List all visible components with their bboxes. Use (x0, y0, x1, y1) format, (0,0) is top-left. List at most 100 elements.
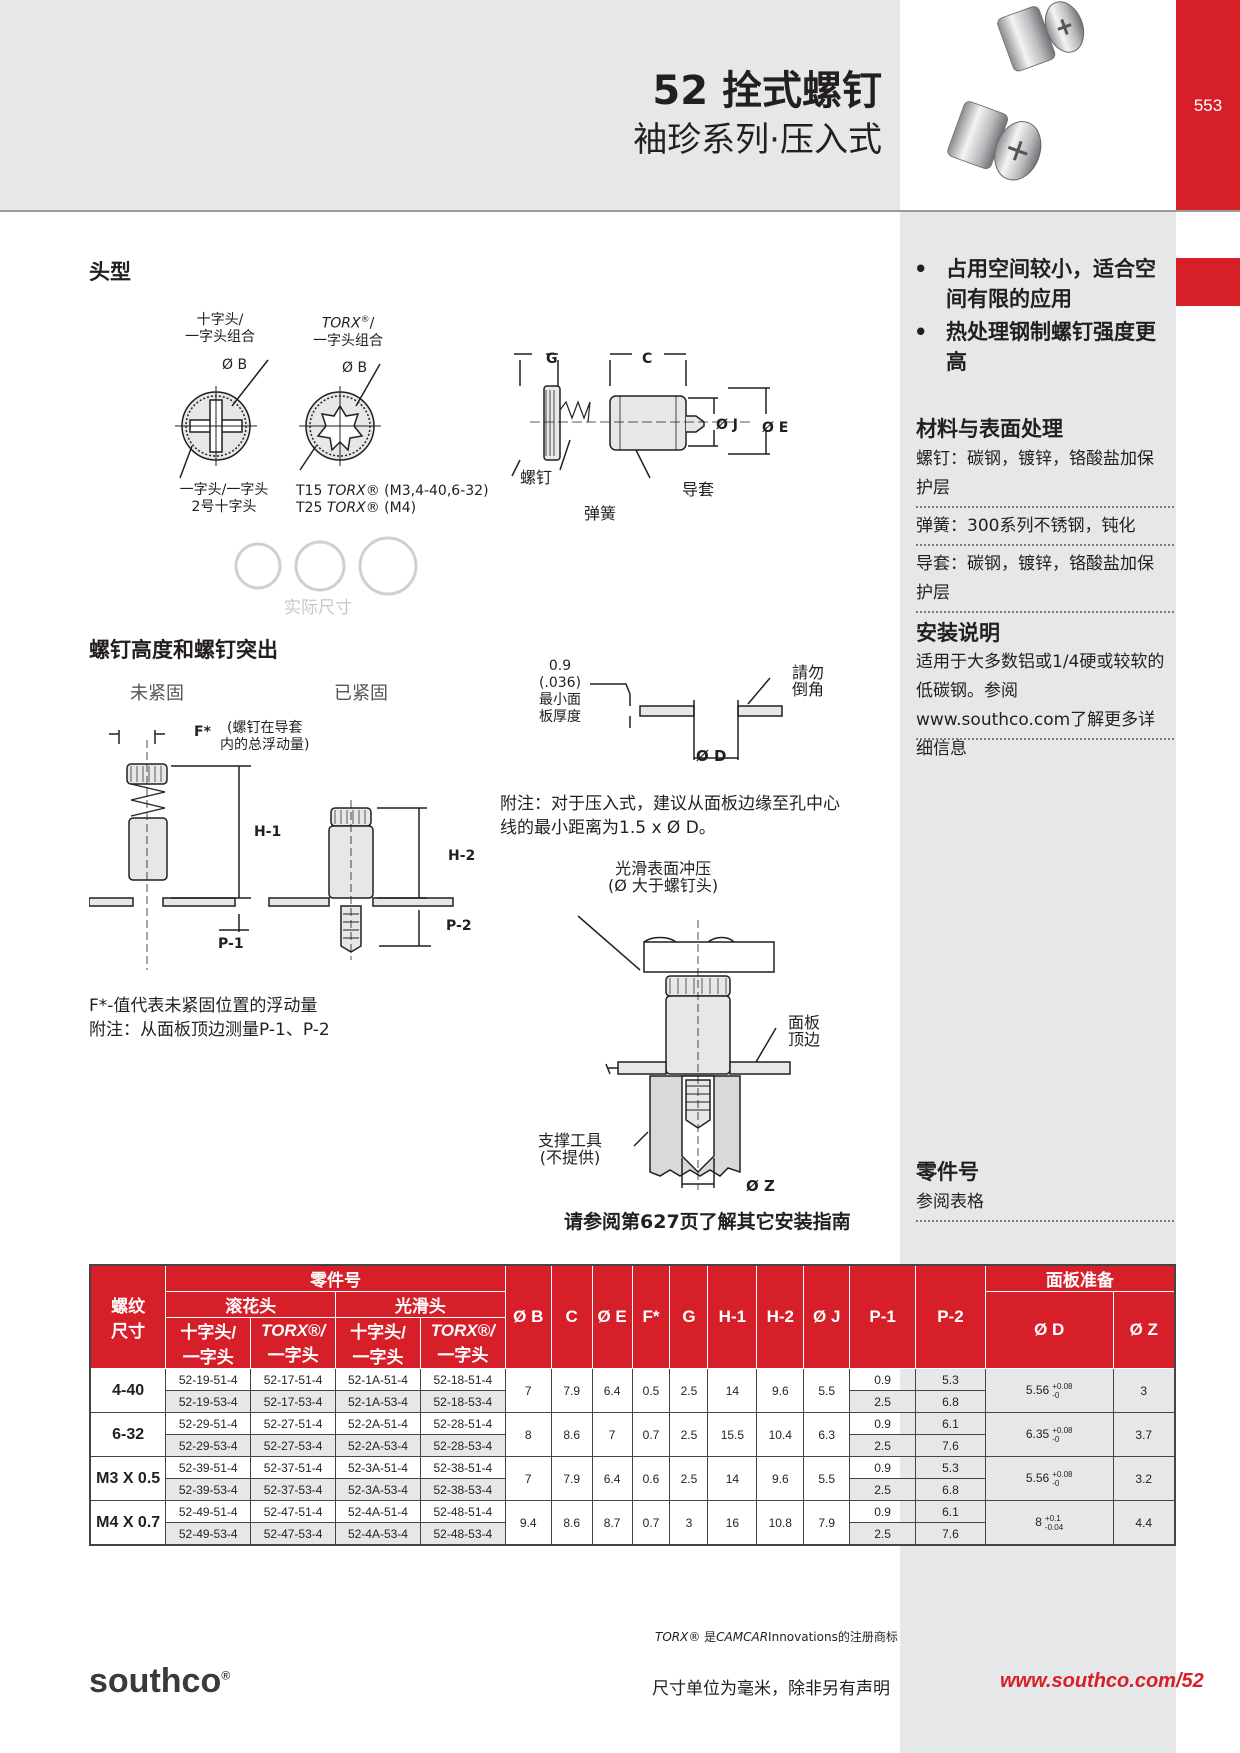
th-ob: Ø B (504, 1264, 552, 1369)
dim-oz: 3 (1112, 1368, 1176, 1413)
dim-p1: 2.5 (849, 1478, 917, 1501)
th-oz: Ø Z (1112, 1291, 1176, 1369)
divider (916, 506, 1174, 508)
divider (916, 611, 1174, 613)
dim-j: 7.9 (803, 1500, 851, 1546)
dim-b: 7 (504, 1456, 552, 1501)
dim-od: 5.56+0.08-0 (984, 1368, 1114, 1413)
dim-oj: Ø J (716, 417, 738, 433)
od-value: 8 (1035, 1514, 1042, 1529)
panel-note-1: 附注：对于压入式，建议从面板边缘至孔中心 (500, 794, 840, 814)
od-value: 5.56 (1025, 1382, 1050, 1397)
page-tab (1176, 0, 1240, 210)
p1-label: P-1 (218, 936, 244, 952)
dim-j: 5.5 (803, 1456, 851, 1501)
screw-label: 螺钉 (520, 468, 553, 487)
actual-size-label: 实际尺寸 (284, 598, 352, 618)
part-number: 52-37-53-4 (250, 1478, 337, 1501)
dim-g: G (546, 351, 558, 367)
spring-label: 弹簧 (584, 504, 617, 523)
th-p2: P-2 (915, 1264, 986, 1369)
ob-label: Ø B (222, 357, 248, 373)
dim-e: 6.4 (591, 1368, 633, 1413)
trademark-note: TORX® 是CAMCARInnovations的注册商标 (655, 1630, 898, 1644)
height-note-p: 附注：从面板顶边测量P-1、P-2 (89, 1020, 330, 1040)
dim-g: 3 (669, 1500, 709, 1546)
torx-driver-note: T15 TORX® (M3,4-40,6-32)T25 TORX® (M4) (296, 483, 489, 516)
divider (916, 544, 1174, 546)
dim-p2: 6.8 (915, 1390, 986, 1413)
p2-label: P-2 (446, 918, 472, 934)
th-oe: Ø E (591, 1264, 633, 1369)
dim-p2: 7.6 (915, 1522, 986, 1546)
dim-e: 8.7 (591, 1500, 633, 1546)
part-number: 52-4A-51-4 (335, 1500, 421, 1523)
th-phillips: 十字头/一字头 (165, 1317, 252, 1369)
part-number: 52-17-51-4 (250, 1368, 337, 1391)
dim-h1: 14 (707, 1456, 758, 1501)
th-panel-prep: 面板准备 (984, 1264, 1176, 1292)
support-label: 支撑工具(不提供) (538, 1131, 603, 1167)
no-chamfer-label: 請勿倒角 (792, 663, 825, 699)
part-number: 52-28-53-4 (419, 1434, 506, 1457)
od-tolerance: +0.1-0.04 (1044, 1513, 1064, 1532)
part-number: 52-17-53-4 (250, 1390, 337, 1413)
part-number: 52-38-53-4 (419, 1478, 506, 1501)
th-od: Ø D (984, 1291, 1114, 1369)
dim-f: 0.5 (631, 1368, 671, 1413)
dim-oz: 3.2 (1112, 1456, 1176, 1501)
part-number: 52-29-51-4 (165, 1412, 252, 1435)
divider (916, 738, 1174, 740)
th-oj: Ø J (803, 1264, 851, 1369)
sidebar-red-marker (1176, 258, 1240, 306)
part-number: 52-28-51-4 (419, 1412, 506, 1435)
install-reference: 请参阅第627页了解其它安装指南 (564, 1211, 851, 1233)
install-text: 适用于大多数铝或1/4硬或较软的低碳钢。参阅www.southco.com了解更… (916, 652, 1165, 759)
dim-h2: 9.6 (756, 1456, 805, 1501)
height-note-f: F*-值代表未紧固位置的浮动量 (89, 996, 318, 1016)
dim-p2: 7.6 (915, 1434, 986, 1457)
part-number: 52-47-53-4 (250, 1522, 337, 1546)
part-number-text: 参阅表格 (916, 1192, 984, 1212)
material-ferrule: 导套：碳钢，镀锌，铬酸盐加保护层 (916, 554, 1154, 603)
dim-p1: 0.9 (849, 1500, 917, 1523)
dim-h2: 10.8 (756, 1500, 805, 1546)
dim-p2: 6.8 (915, 1478, 986, 1501)
h2-label: H-2 (448, 848, 476, 864)
assembly-drawing (511, 353, 770, 479)
part-number: 52-39-53-4 (165, 1478, 252, 1501)
page-title: 52 拴式螺钉 (652, 68, 882, 114)
product-photo-area (900, 0, 1176, 210)
thread-size: M4 X 0.7 (89, 1500, 167, 1546)
dim-c: 7.9 (550, 1368, 593, 1413)
dim-p2: 6.1 (915, 1500, 986, 1523)
product-url[interactable]: www.southco.com/52 (1000, 1670, 1204, 1692)
part-number: 52-18-51-4 (419, 1368, 506, 1391)
panel-drawing (590, 677, 783, 760)
dim-oz: 4.4 (1112, 1500, 1176, 1546)
dim-c: 8.6 (550, 1412, 593, 1457)
part-number: 52-48-53-4 (419, 1522, 506, 1546)
dim-p2: 6.1 (915, 1412, 986, 1435)
part-number: 52-39-51-4 (165, 1456, 252, 1479)
torx-label: TORX®/一字头组合 (313, 315, 383, 349)
dim-f: 0.6 (631, 1456, 671, 1501)
od-value: 5.56 (1025, 1470, 1050, 1485)
panel-top-label: 面板顶边 (788, 1013, 821, 1049)
panel-note-2: 线的最小距离为1.5 x Ø D。 (500, 818, 716, 838)
th-g: G (669, 1264, 709, 1369)
ferrule-label: 导套 (682, 480, 715, 499)
th-part-number: 零件号 (165, 1264, 506, 1292)
h1-label: H-1 (254, 824, 282, 840)
material-spring: 弹簧：300系列不锈钢，钝化 (916, 516, 1136, 536)
th-torx: TORX®/一字头 (419, 1317, 506, 1369)
od-value: 6.35 (1025, 1426, 1050, 1441)
thread-size: 6-32 (89, 1412, 167, 1457)
part-number: 52-3A-53-4 (335, 1478, 421, 1501)
